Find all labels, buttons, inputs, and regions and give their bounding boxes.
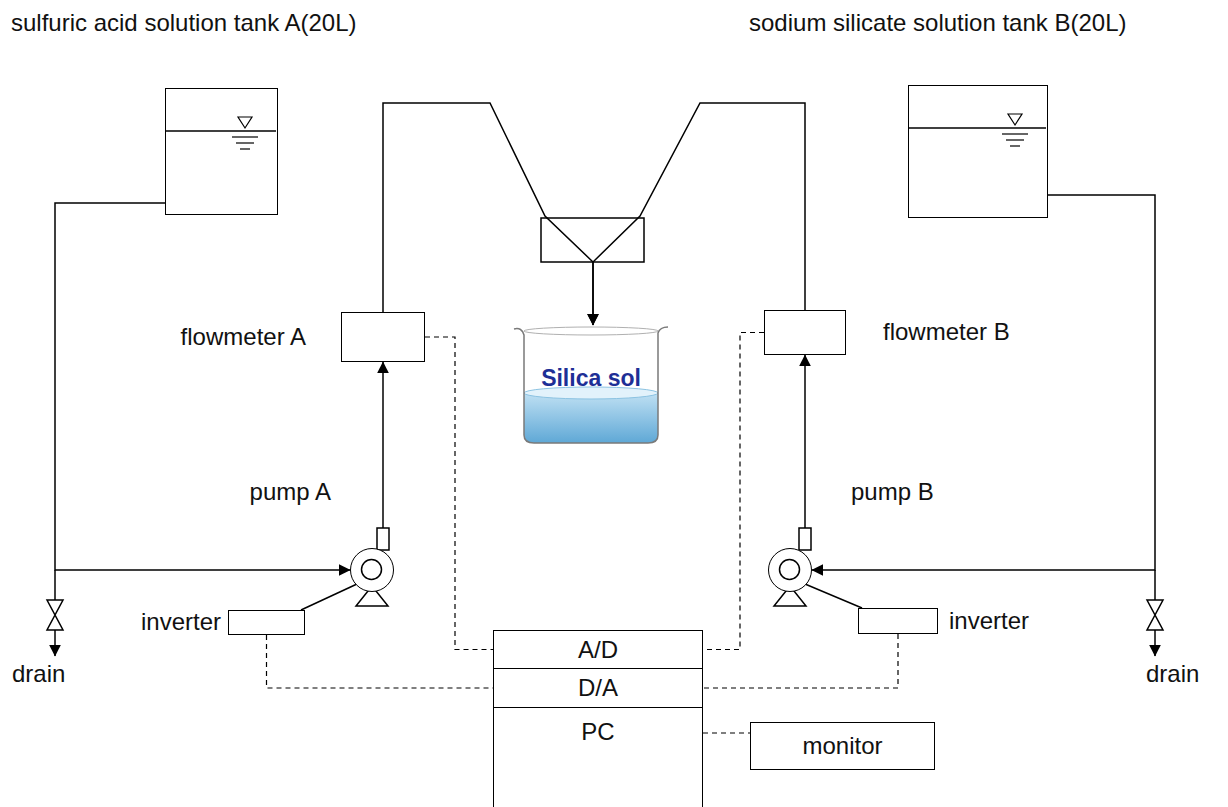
pump-nozzle bbox=[377, 528, 389, 550]
pipe-line bbox=[55, 203, 350, 570]
pipe-line bbox=[805, 584, 862, 608]
part-label: inverter bbox=[949, 607, 1029, 635]
computer-box: PC bbox=[493, 707, 703, 807]
box-label: monitor bbox=[802, 732, 882, 760]
pipe-line bbox=[804, 355, 806, 528]
part-label: sulfuric acid solution tank A(20L) bbox=[11, 9, 357, 37]
inverter-box: inverter bbox=[858, 608, 938, 634]
pipe-line bbox=[301, 584, 357, 610]
box-label: PC bbox=[581, 718, 614, 746]
part-label: sodium silicate solution tank B(20L) bbox=[749, 9, 1127, 37]
flowmeter-box: flowmeter A bbox=[341, 312, 425, 362]
inverter-box: inverter bbox=[228, 610, 305, 635]
drain-label: drain bbox=[1146, 660, 1199, 688]
drain-label: drain bbox=[12, 660, 65, 688]
pump-impeller bbox=[351, 549, 393, 591]
beaker: Silica sol bbox=[510, 325, 672, 445]
part-label: pump B bbox=[851, 478, 934, 506]
signal-line bbox=[703, 732, 750, 733]
mixer-box bbox=[541, 218, 644, 262]
tank: sulfuric acid solution tank A(20L) bbox=[165, 88, 278, 215]
signal-line bbox=[267, 635, 494, 688]
converter-box: A/D bbox=[493, 630, 703, 669]
flowmeter-box: flowmeter B bbox=[764, 310, 846, 355]
signal-line bbox=[703, 333, 764, 650]
converter-box: D/A bbox=[493, 668, 703, 708]
part-label: flowmeter B bbox=[883, 318, 1010, 346]
signal-line bbox=[703, 634, 898, 688]
liquid-level bbox=[166, 89, 277, 214]
monitor-box: monitor bbox=[750, 722, 935, 770]
liquid-level bbox=[909, 86, 1047, 217]
pump-impeller bbox=[769, 549, 811, 591]
pump: pump B bbox=[768, 548, 812, 592]
signal-line bbox=[425, 337, 493, 650]
part-label: pump A bbox=[250, 478, 331, 506]
pipe-line bbox=[382, 362, 384, 528]
box-label: D/A bbox=[578, 674, 618, 702]
part-label: flowmeter A bbox=[181, 323, 306, 351]
part-label: inverter bbox=[141, 608, 221, 636]
pump: pump A bbox=[350, 548, 394, 592]
part-label: Silica sol bbox=[541, 365, 641, 391]
pipe-line bbox=[383, 103, 593, 325]
pipe-line bbox=[812, 195, 1155, 570]
box-label: A/D bbox=[578, 636, 618, 664]
pump-nozzle bbox=[799, 528, 811, 550]
tank: sodium silicate solution tank B(20L) bbox=[908, 85, 1048, 218]
pipe-line bbox=[593, 103, 805, 325]
drain-valve bbox=[47, 570, 63, 656]
drain-valve bbox=[1147, 570, 1163, 656]
